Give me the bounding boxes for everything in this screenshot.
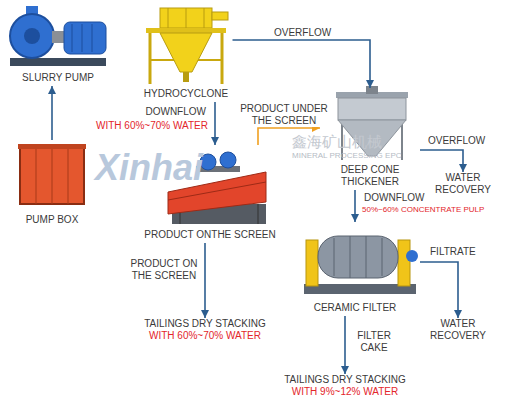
equipment-node: HYDROCYCLONE <box>140 2 233 102</box>
node-label: PRODUCT ONTHE SCREEN <box>144 229 276 241</box>
node-label: WATER RECOVERY <box>433 172 493 196</box>
node-note: WITH 9%~12% WATER <box>292 386 398 398</box>
node-label: DEEP CONE THICKENER <box>337 164 403 188</box>
node-label: HYDROCYCLONE <box>144 88 228 100</box>
watermark: 鑫海矿山机械 <box>292 134 382 150</box>
equipment-node: WATER RECOVERY <box>429 172 497 198</box>
flow-label: PRODUCT UNDER THE SCREEN <box>236 103 332 127</box>
flow-label: FILTER CAKE <box>352 330 396 354</box>
equipment-node: TAILINGS DRY STACKINGWITH 9%~12% WATER <box>260 374 430 400</box>
flow-label: FILTRATE <box>428 246 478 258</box>
flow-arrow <box>344 316 346 374</box>
node-label: CERAMIC FILTER <box>314 302 397 314</box>
node-label: TAILINGS DRY STACKING <box>144 318 266 330</box>
water-content-note: WITH 60%~70% WATER <box>96 120 208 132</box>
equipment-node: PUMP BOX <box>14 140 90 228</box>
flow-arrow <box>214 102 216 145</box>
equipment-node: CERAMIC FILTER <box>290 222 420 316</box>
slurry-pump-picture <box>10 6 106 66</box>
hydrocyclone-picture <box>146 8 228 84</box>
node-label: PUMP BOX <box>26 214 79 226</box>
equipment-node: WATER RECOVERY <box>424 318 492 344</box>
watermark: MINERAL PROCESSING EPC <box>292 151 402 161</box>
flow-label: OVERFLOW <box>272 27 333 39</box>
flow-label: OVERFLOW <box>426 135 487 147</box>
node-label: WATER RECOVERY <box>428 318 488 342</box>
flow-arrow <box>354 190 356 222</box>
pulp-concentration-note: 50%~60% CONCENTRATE PULP <box>362 205 484 215</box>
flow-label: PRODUCT ON THE SCREEN <box>126 258 202 282</box>
flow-arrow <box>204 243 206 318</box>
flow-arrow <box>420 150 463 172</box>
equipment-node: SLURRY PUMP <box>6 4 110 86</box>
equipment-node: TAILINGS DRY STACKINGWITH 60%~70% WATER <box>110 318 300 344</box>
watermark: Xinhai <box>95 148 203 188</box>
node-label: SLURRY PUMP <box>22 72 94 84</box>
flow-arrow <box>51 86 53 140</box>
flow-arrow <box>420 262 458 318</box>
flow-label: DOWNFLOW <box>362 192 427 204</box>
node-note: WITH 60%~70% WATER <box>149 330 261 342</box>
flow-arrow <box>233 40 371 88</box>
pump-box-picture <box>18 144 86 204</box>
node-label: TAILINGS DRY STACKING <box>284 374 406 386</box>
ceramic-filter-picture <box>304 236 418 294</box>
flow-label: DOWNFLOW <box>143 106 208 118</box>
